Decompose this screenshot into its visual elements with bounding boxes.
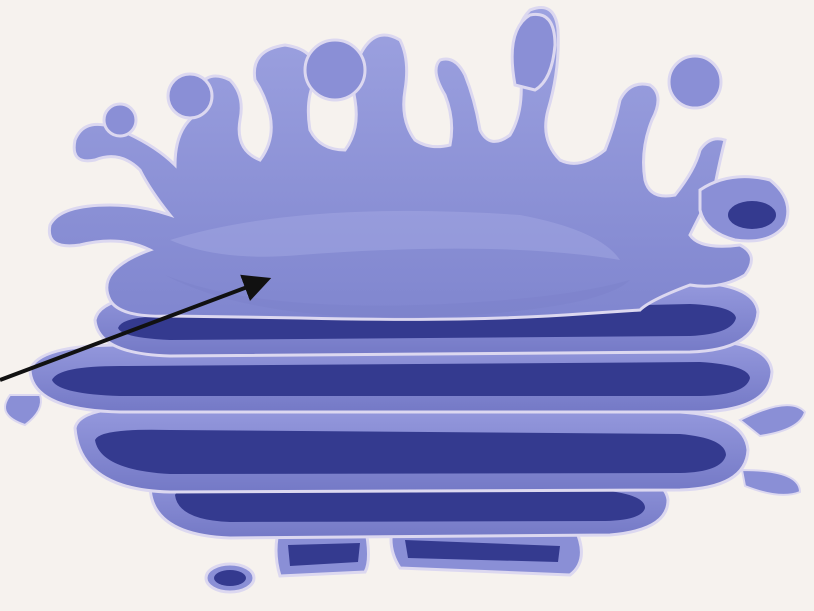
cisterna-4 [75,405,805,495]
